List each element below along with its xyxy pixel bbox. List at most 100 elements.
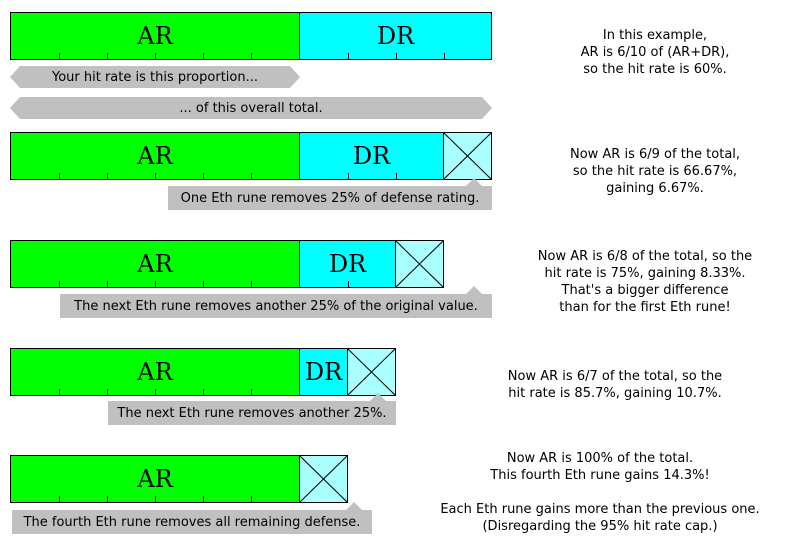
- callout-eth-4: The fourth Eth rune removes all remainin…: [12, 502, 372, 534]
- unit-tick: [203, 389, 204, 395]
- note-2: Now AR is 6/9 of the total, so the hit r…: [535, 146, 775, 197]
- note-1-line: AR is 6/10 of (AR+DR),: [580, 45, 730, 60]
- ar-segment: AR: [10, 240, 300, 288]
- note-3-line: Now AR is 6/8 of the total, so the: [537, 249, 753, 264]
- note-1-line: so the hit rate is 60%.: [583, 62, 727, 77]
- ar-label: AR: [137, 465, 173, 493]
- unit-tick: [396, 53, 397, 59]
- unit-tick: [59, 53, 60, 59]
- note-5-line: This fourth Eth rune gains 14.3%!: [490, 468, 710, 483]
- unit-tick: [251, 53, 252, 59]
- callout-eth-1-text: One Eth rune removes 25% of defense rati…: [180, 190, 480, 206]
- ar-label: AR: [137, 358, 173, 386]
- note-3-line: hit rate is 75%, gaining 8.33%.: [544, 266, 746, 281]
- unit-tick: [59, 173, 60, 179]
- unit-tick: [203, 53, 204, 59]
- dr-ticks: [300, 389, 347, 395]
- unit-tick: [107, 53, 108, 59]
- note-2-line: Now AR is 6/9 of the total,: [569, 147, 741, 162]
- dr-ticks: [300, 53, 491, 59]
- ar-ticks: [11, 173, 299, 179]
- unit-tick: [251, 496, 252, 502]
- unit-tick: [155, 53, 156, 59]
- unit-tick: [203, 173, 204, 179]
- cross-line: [300, 456, 347, 502]
- bar-row-4: AR DR: [10, 348, 492, 396]
- bar-row-5: AR: [10, 455, 492, 503]
- dr-ticks: [300, 173, 443, 179]
- unit-tick: [59, 496, 60, 502]
- note-3-line: That's a bigger difference: [561, 283, 729, 298]
- note-5-spacer: [420, 484, 780, 501]
- total-arrow: ... of this overall total.: [10, 97, 492, 119]
- callout-eth-3: The next Eth rune removes another 25%.: [108, 393, 396, 425]
- unit-tick: [107, 496, 108, 502]
- unit-tick: [155, 173, 156, 179]
- cross-line: [396, 241, 443, 287]
- note-4-line: hit rate is 85.7%, gaining 10.7%.: [508, 386, 722, 401]
- dr-segment: DR: [299, 348, 348, 396]
- note-4-line: Now AR is 6/7 of the total, so the: [507, 369, 723, 384]
- unit-tick: [348, 53, 349, 59]
- unit-tick: [251, 281, 252, 287]
- cross-icon: [348, 349, 395, 395]
- unit-tick: [203, 281, 204, 287]
- note-5-line: Now AR is 100% of the total.: [506, 451, 694, 466]
- bar-row-1: AR DR: [10, 12, 492, 60]
- ar-segment: AR: [10, 132, 300, 180]
- unit-tick: [59, 389, 60, 395]
- unit-tick: [348, 173, 349, 179]
- unit-tick: [444, 53, 445, 59]
- unit-tick: [251, 389, 252, 395]
- bar-row-2: AR DR: [10, 132, 492, 180]
- dr-label: DR: [304, 358, 343, 386]
- ar-ticks: [11, 53, 299, 59]
- cross-line: [348, 349, 395, 395]
- unit-tick: [396, 173, 397, 179]
- ar-label: AR: [137, 250, 173, 278]
- dr-ticks: [300, 281, 395, 287]
- note-5-line: Each Eth rune gains more than the previo…: [440, 502, 760, 517]
- cross-icon: [444, 133, 491, 179]
- ar-segment: AR: [10, 348, 300, 396]
- ar-label: AR: [137, 142, 173, 170]
- removed-defense-box: [395, 240, 444, 288]
- note-2-line: gaining 6.67%.: [606, 181, 704, 196]
- dr-label: DR: [376, 22, 415, 50]
- unit-tick: [155, 389, 156, 395]
- unit-tick: [107, 173, 108, 179]
- ar-ticks: [11, 281, 299, 287]
- unit-tick: [251, 173, 252, 179]
- callout-eth-4-text: The fourth Eth rune removes all remainin…: [23, 514, 361, 530]
- note-4: Now AR is 6/7 of the total, so the hit r…: [480, 368, 750, 402]
- unit-tick: [348, 281, 349, 287]
- proportion-arrow: Your hit rate is this proportion...: [10, 66, 300, 88]
- note-3-line: than for the first Eth rune!: [559, 300, 731, 315]
- dr-segment: DR: [299, 240, 396, 288]
- removed-defense-box: [299, 455, 348, 503]
- unit-tick: [107, 389, 108, 395]
- cross-line: [444, 133, 491, 179]
- ar-ticks: [11, 496, 299, 502]
- ar-label: AR: [137, 22, 173, 50]
- callout-eth-2: The next Eth rune removes another 25% of…: [60, 286, 492, 318]
- cross-icon: [396, 241, 443, 287]
- unit-tick: [203, 496, 204, 502]
- callout-eth-1: One Eth rune removes 25% of defense rati…: [168, 178, 492, 210]
- removed-defense-box: [347, 348, 396, 396]
- ar-ticks: [11, 389, 299, 395]
- unit-tick: [155, 281, 156, 287]
- removed-defense-box: [443, 132, 492, 180]
- proportion-arrow-label: Your hit rate is this proportion...: [52, 69, 258, 85]
- unit-tick: [155, 496, 156, 502]
- dr-segment: DR: [299, 132, 444, 180]
- dr-label: DR: [328, 250, 367, 278]
- note-5: Now AR is 100% of the total. This fourth…: [420, 450, 780, 535]
- unit-tick: [59, 281, 60, 287]
- note-2-line: so the hit rate is 66.67%,: [572, 164, 738, 179]
- note-3: Now AR is 6/8 of the total, so the hit r…: [510, 248, 780, 316]
- callout-eth-2-text: The next Eth rune removes another 25% of…: [74, 298, 478, 314]
- note-1: In this example, AR is 6/10 of (AR+DR), …: [535, 27, 775, 78]
- cross-icon: [300, 456, 347, 502]
- ar-segment: AR: [10, 455, 300, 503]
